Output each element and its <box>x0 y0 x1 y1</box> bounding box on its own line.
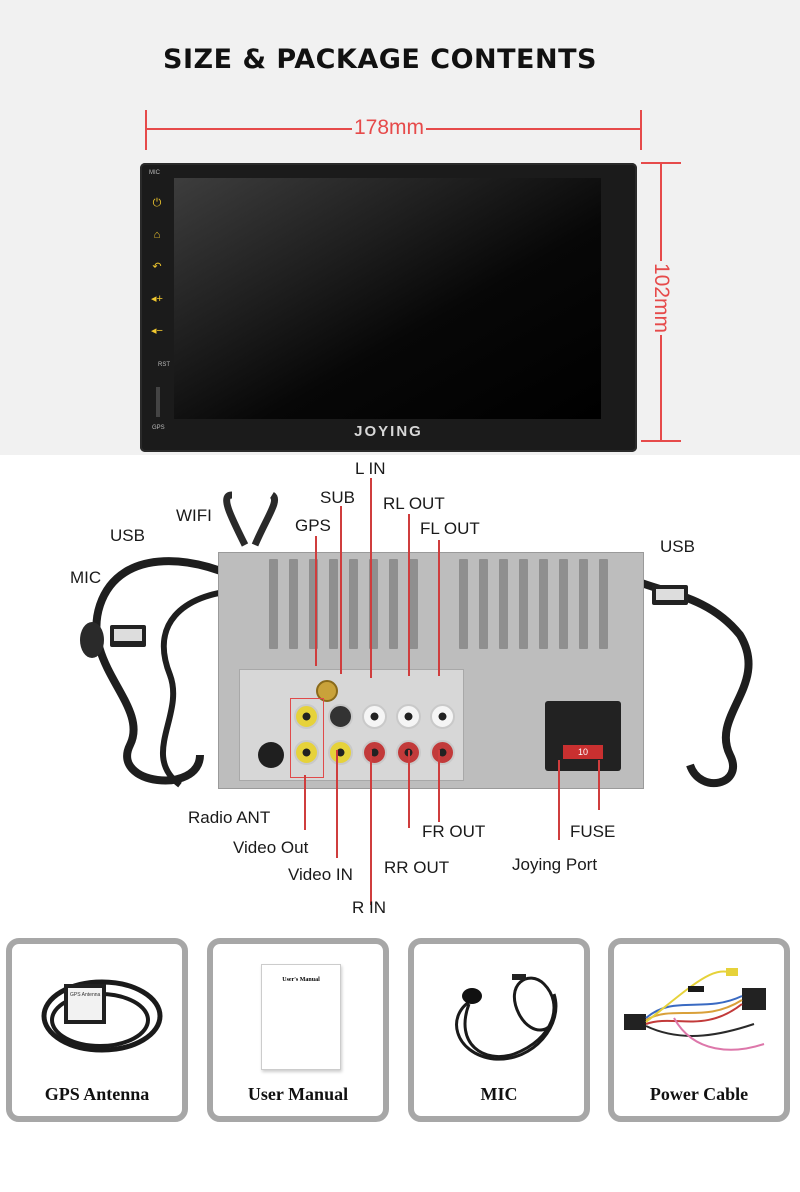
touch-screen[interactable] <box>174 178 601 419</box>
label-rr-out: RR OUT <box>384 858 450 877</box>
heatsink-fin <box>329 559 338 649</box>
label-fl-out: FL OUT <box>420 519 480 538</box>
gps-antenna-photo: GPS Antenna <box>41 979 163 1053</box>
heatsink-fin <box>269 559 278 649</box>
sub-jack[interactable] <box>328 704 353 729</box>
label-video-out: Video Out <box>233 838 309 857</box>
label-usb-right: USB <box>660 537 695 556</box>
leader-video-out <box>304 775 306 830</box>
caption-gps-antenna: GPS Antenna <box>44 1084 150 1104</box>
volume-up-icon[interactable]: ◂+ <box>151 293 163 305</box>
label-gps: GPS <box>295 516 331 535</box>
gps-antenna-label-text: GPS Antenna <box>70 992 101 998</box>
leader-joying-port <box>558 760 560 840</box>
video-out-jack-2[interactable] <box>294 740 319 765</box>
power-cable-photo <box>624 968 766 1051</box>
caption-power-cable: Power Cable <box>649 1084 749 1104</box>
heatsink-fin <box>409 559 418 649</box>
heatsink-fin <box>479 559 488 649</box>
manual-booklet: User's Manual <box>261 964 341 1070</box>
leader-sub <box>340 506 342 674</box>
leader-fl-out <box>438 540 440 676</box>
heatsink-fin <box>559 559 568 649</box>
label-usb-left: USB <box>110 526 145 545</box>
back-icon[interactable]: ↶ <box>152 261 162 273</box>
radio-ant-port[interactable] <box>258 742 284 768</box>
label-joying-port: Joying Port <box>512 855 598 874</box>
user-manual-photo: User's Manual <box>213 944 383 1074</box>
label-mic: MIC <box>70 568 102 587</box>
head-unit-front: MIC ⏻ ⌂ ↶ ◂+ ◂− RST GPS JOYING <box>140 163 637 452</box>
heatsink-fin <box>369 559 378 649</box>
heatsink-fin <box>539 559 548 649</box>
leader-r-in <box>370 750 372 905</box>
caption-user-manual: User Manual <box>247 1084 349 1104</box>
gps-mark: GPS <box>152 425 165 431</box>
home-icon[interactable]: ⌂ <box>153 229 161 241</box>
heatsink-fin <box>579 559 588 649</box>
gps-port[interactable] <box>316 680 338 702</box>
caption-mic: MIC <box>480 1084 518 1104</box>
video-in-jack[interactable] <box>328 740 353 765</box>
label-fr-out: FR OUT <box>422 822 486 841</box>
heatsink-fin <box>289 559 298 649</box>
video-out-jack[interactable] <box>294 704 319 729</box>
sd-slot <box>156 387 160 417</box>
leader-l-in <box>370 478 372 678</box>
power-icon[interactable]: ⏻ <box>152 197 162 209</box>
l-in-jack[interactable] <box>362 704 387 729</box>
label-rl-out: RL OUT <box>383 494 445 513</box>
label-sub: SUB <box>320 488 355 507</box>
label-video-in: Video IN <box>288 865 353 884</box>
rst-mark: RST <box>158 362 170 368</box>
label-r-in: R IN <box>352 898 386 917</box>
leader-rl-out <box>408 514 410 676</box>
leader-gps <box>315 536 317 666</box>
manual-title: User's Manual <box>282 977 320 983</box>
heatsink-fin <box>599 559 608 649</box>
package-item-gps-antenna: GPS Antenna GPS Antenna <box>6 938 188 1122</box>
package-item-user-manual: User's Manual User Manual <box>207 938 389 1122</box>
heatsink-fin <box>459 559 468 649</box>
leader-fuse <box>598 760 600 810</box>
rl-out-jack[interactable] <box>396 704 421 729</box>
leader-rr-out <box>408 750 410 828</box>
r-in-jack[interactable] <box>362 740 387 765</box>
label-l-in: L IN <box>355 459 386 478</box>
joying-port-connector[interactable]: 10 <box>545 701 621 771</box>
heatsink-fin <box>309 559 318 649</box>
page-title: SIZE & PACKAGE CONTENTS <box>163 44 597 75</box>
package-item-power-cable: Power Cable <box>608 938 790 1122</box>
mic-photo <box>455 974 558 1061</box>
heatsink-fin <box>349 559 358 649</box>
fuse: 10 <box>563 745 603 759</box>
brand-logo: JOYING <box>354 423 423 440</box>
volume-down-icon[interactable]: ◂− <box>151 325 163 337</box>
fr-out-jack[interactable] <box>430 740 455 765</box>
heatsink-fin <box>389 559 398 649</box>
label-radio-ant: Radio ANT <box>188 808 271 827</box>
fl-out-jack[interactable] <box>430 704 455 729</box>
width-dimension-label: 178mm <box>352 116 427 140</box>
mic-mark: MIC <box>149 170 160 176</box>
label-wifi: WIFI <box>176 506 212 525</box>
size-section: SIZE & PACKAGE CONTENTS 178mm 102mm MIC … <box>0 0 800 455</box>
leader-video-in <box>336 750 338 858</box>
heatsink-fin <box>519 559 528 649</box>
rca-port-area <box>239 669 464 781</box>
height-dimension-label: 102mm <box>649 260 674 336</box>
head-unit-back: 10 <box>218 552 644 789</box>
video-out-box <box>290 698 324 778</box>
heatsink-fin <box>499 559 508 649</box>
package-item-mic: MIC <box>408 938 590 1122</box>
leader-fr-out <box>438 750 440 822</box>
dimension-tick-right <box>640 110 642 150</box>
dimension-tick-left <box>145 110 147 150</box>
label-fuse: FUSE <box>570 822 616 841</box>
